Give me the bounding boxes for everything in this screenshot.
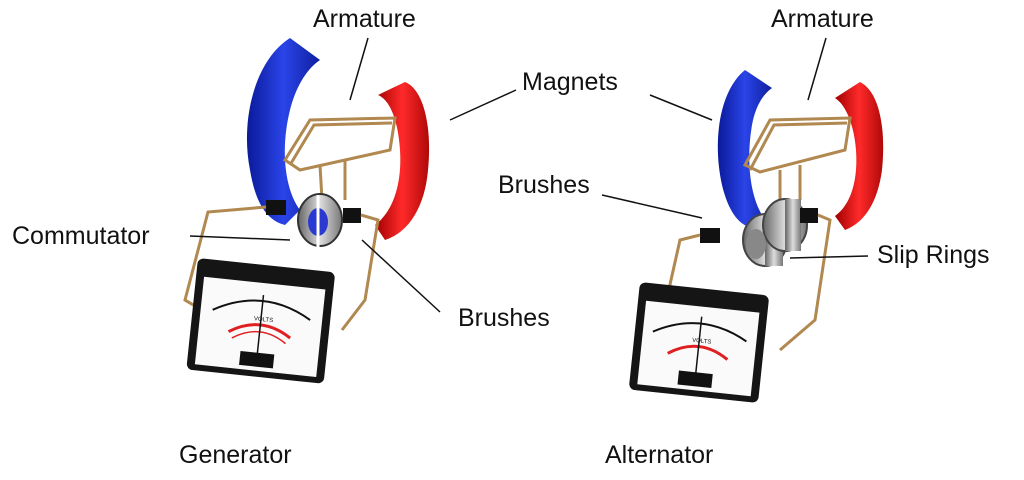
leader-lines — [189, 37, 869, 313]
meter-volts-label: VOLTS — [692, 338, 712, 346]
commutator — [297, 193, 343, 248]
brush-right — [800, 208, 818, 223]
slip-rings — [742, 198, 808, 267]
brush-left — [266, 200, 286, 215]
label-slip-rings: Slip Rings — [877, 241, 990, 269]
alternator-title: Alternator — [605, 441, 714, 469]
red-magnet — [835, 82, 884, 230]
leader-slip-rings — [789, 255, 869, 259]
leader-armature-gen — [349, 37, 369, 101]
brush-right — [343, 208, 361, 223]
label-armature-alternator: Armature — [771, 5, 874, 33]
red-magnet — [375, 82, 430, 240]
label-magnets: Magnets — [522, 68, 618, 96]
leader-magnets-gen — [449, 89, 517, 121]
label-armature-generator: Armature — [313, 5, 416, 33]
blue-magnet — [246, 38, 320, 225]
leader-brushes-gen — [361, 239, 441, 313]
leader-armature-alt — [807, 37, 827, 101]
leader-magnets-alt — [649, 94, 713, 121]
generator-assembly: VOLTS — [183, 38, 430, 384]
armature-coil — [282, 116, 397, 201]
meter-volts-label: VOLTS — [254, 316, 274, 324]
armature-coil — [742, 116, 852, 200]
label-brushes-alternator: Brushes — [498, 171, 590, 199]
leader-commutator — [189, 235, 291, 241]
leader-brushes-alt — [601, 194, 703, 219]
brush-left — [700, 228, 720, 243]
voltmeter: VOLTS — [629, 282, 769, 403]
generator-title: Generator — [179, 441, 292, 469]
label-commutator: Commutator — [12, 222, 150, 250]
voltmeter: VOLTS — [186, 258, 335, 384]
blue-magnet — [717, 70, 772, 228]
label-brushes-generator: Brushes — [458, 304, 550, 332]
alternator-assembly: VOLTS — [629, 70, 884, 403]
